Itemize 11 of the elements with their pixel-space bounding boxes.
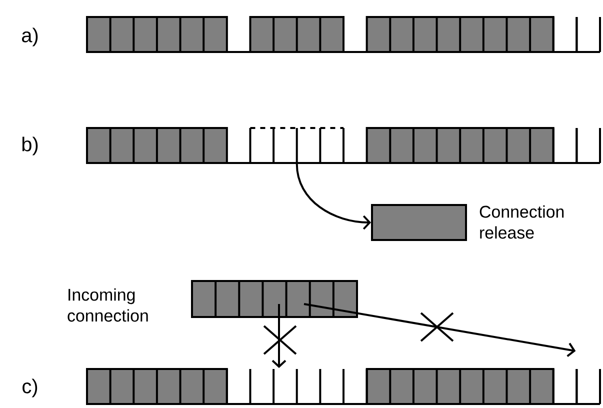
- row-label: c): [22, 378, 38, 398]
- arrow: [304, 303, 576, 357]
- node-label: Incoming connection: [68, 288, 148, 322]
- free-slots: [249, 127, 344, 163]
- arrow: [272, 304, 286, 368]
- free-slots: [576, 369, 601, 404]
- row-label: a): [22, 28, 38, 46]
- free-slots: [226, 369, 368, 404]
- arrow: [296, 164, 371, 230]
- node-label: Connection release: [480, 205, 564, 239]
- row-label: b): [22, 136, 38, 156]
